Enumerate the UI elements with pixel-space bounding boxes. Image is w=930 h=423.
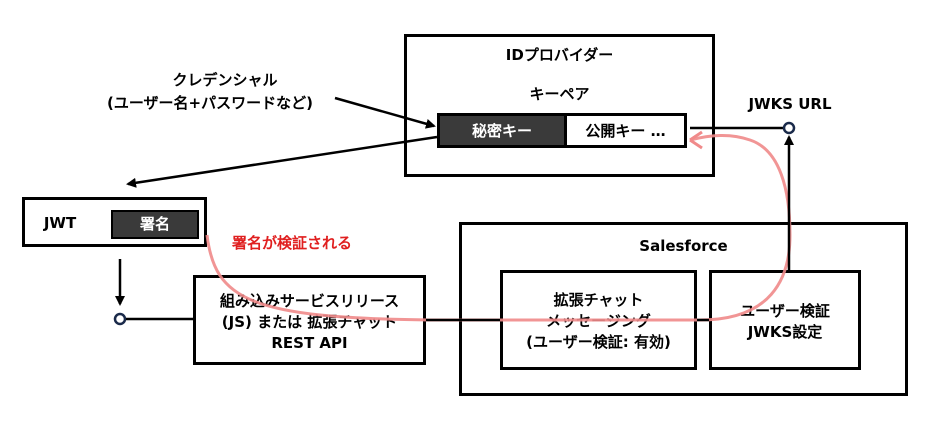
messaging-line1: 拡張チャット xyxy=(553,291,644,309)
jwt-input-node xyxy=(113,312,127,326)
credential-line1: クレデンシャル xyxy=(172,71,278,89)
jwt-signature-cell xyxy=(111,210,199,239)
jwks-url-label: JWKS URL xyxy=(748,95,832,113)
private-key-cell xyxy=(440,116,564,145)
verification-box xyxy=(709,270,861,370)
sign-arrow xyxy=(126,135,438,188)
credential-line2: (ユーザー名+パスワードなど) xyxy=(107,94,313,112)
verification-arrowhead xyxy=(689,130,703,150)
verification-line1: ユーザー検証 xyxy=(740,302,830,320)
messaging-line3: (ユーザー検証: 有効) xyxy=(526,333,671,351)
salesforce-title: Salesforce xyxy=(639,237,728,255)
verify-note: 署名が検証される xyxy=(232,234,353,252)
embedded-line3: REST API xyxy=(271,334,348,352)
private-key-label: 秘密キー xyxy=(471,122,532,140)
idp-box xyxy=(404,34,715,177)
verification-line2: JWKS設定 xyxy=(747,323,823,341)
keypair-divider xyxy=(564,116,567,145)
credential-arrow xyxy=(334,96,436,129)
jwt-signature-label: 署名 xyxy=(139,215,170,233)
verification-path xyxy=(205,134,792,322)
jwt-label: JWT xyxy=(43,214,77,232)
jwks-url-node xyxy=(782,121,796,135)
public-key-label: 公開キー … xyxy=(585,122,666,140)
idp-title: IDプロバイダー xyxy=(505,46,614,64)
keypair-label: キーペア xyxy=(529,85,590,103)
